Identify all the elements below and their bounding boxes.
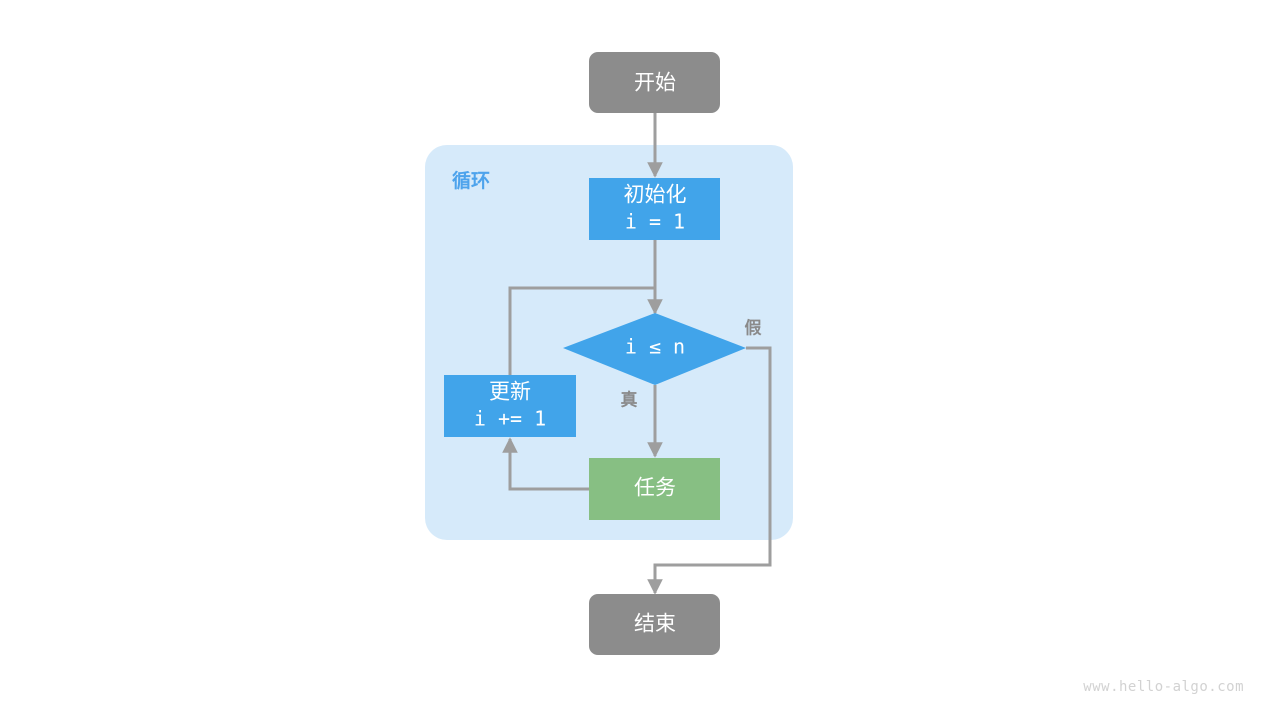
node-task-label: 任务 — [634, 477, 676, 500]
edge-task-to-update — [502, 437, 589, 491]
loop-group-label: 循环 — [452, 169, 490, 192]
node-condition[interactable] — [563, 313, 746, 385]
node-start-label: 开始 — [634, 72, 676, 95]
watermark: www.hello-algo.com — [1083, 679, 1244, 695]
node-end-label: 结束 — [634, 613, 676, 636]
node-init-label-line2: i = 1 — [625, 210, 685, 234]
node-update-label-line1: 更新 — [489, 381, 531, 404]
edge-update-to-condition — [508, 286, 655, 375]
node-update[interactable] — [444, 375, 576, 437]
node-update-label-line2: i += 1 — [474, 407, 546, 431]
node-condition-label: i ≤ n — [625, 335, 685, 359]
node-init-label-line1: 初始化 — [624, 184, 687, 207]
edge-condition-false-to-end — [647, 346, 772, 595]
node-end[interactable] — [589, 594, 720, 655]
node-task[interactable] — [589, 458, 720, 520]
edge-label-true: 真 — [621, 389, 638, 409]
node-init[interactable] — [589, 178, 720, 240]
node-start[interactable] — [589, 52, 720, 113]
edge-label-false: 假 — [745, 317, 762, 337]
